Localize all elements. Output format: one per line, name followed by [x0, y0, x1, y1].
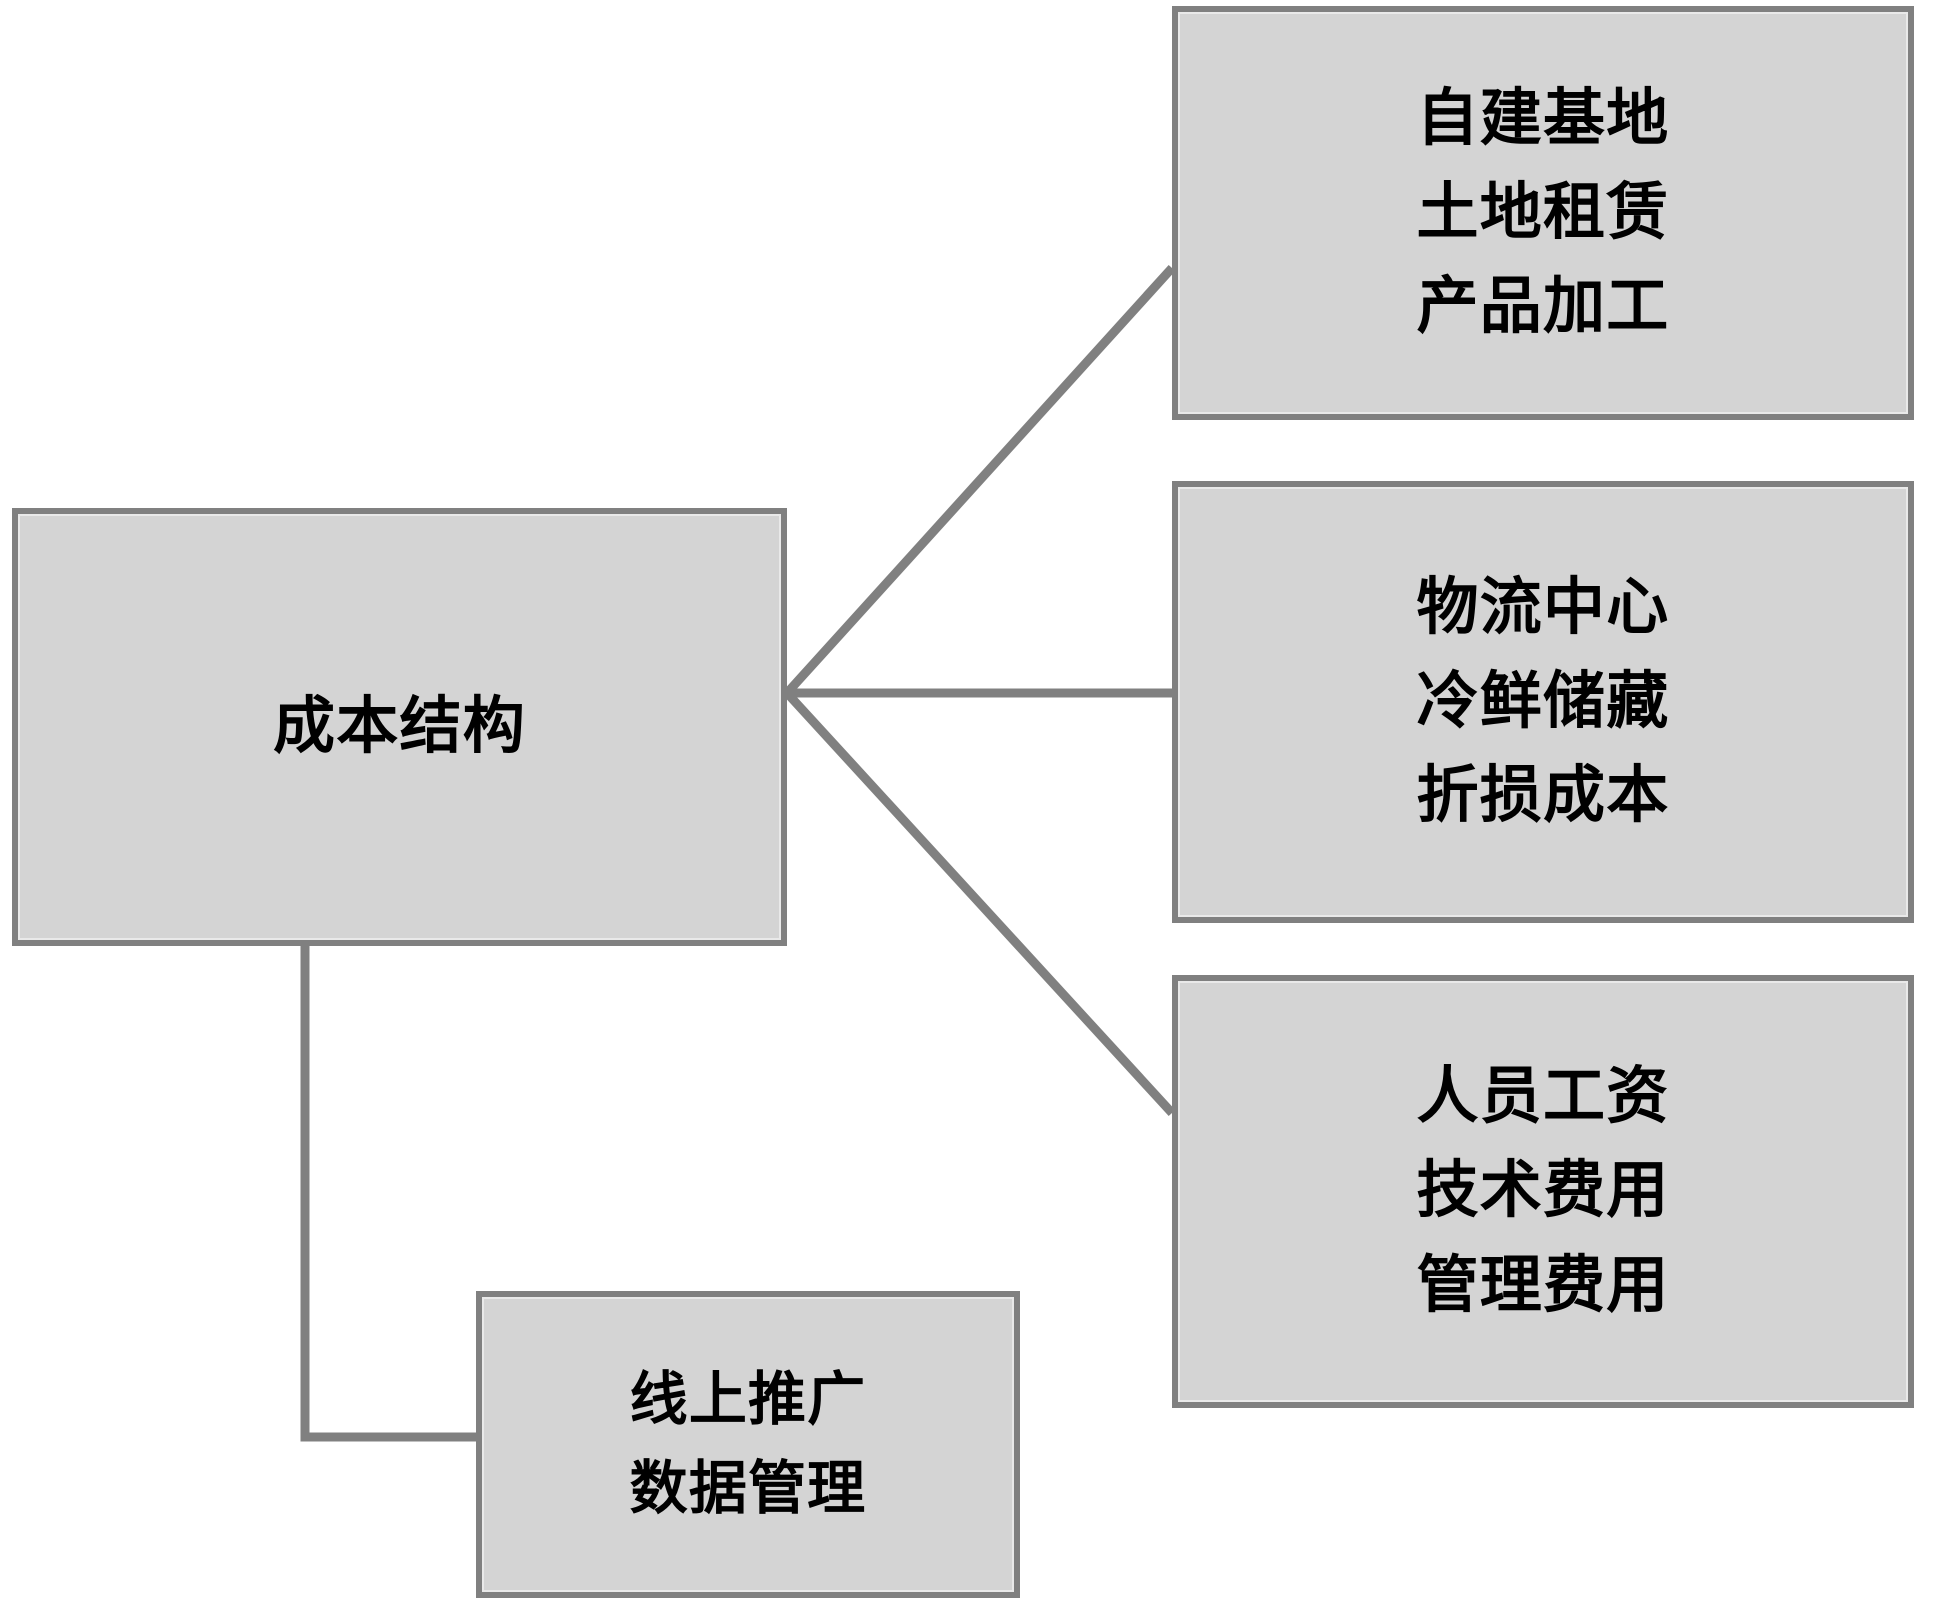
- node-cost-structure[interactable]: 成本结构: [12, 508, 787, 946]
- connector-root-to-personnel: [783, 689, 1176, 1117]
- node-marketing-costs-line-1: 线上推广: [629, 1367, 867, 1433]
- node-logistics-costs-line-2: 冷鲜储藏: [1416, 666, 1670, 736]
- node-logistics-costs[interactable]: 物流中心 冷鲜储藏 折损成本: [1172, 481, 1914, 923]
- node-production-costs-line-1: 自建基地: [1416, 83, 1670, 153]
- node-personnel-costs-line-1: 人员工资: [1416, 1062, 1670, 1132]
- node-production-costs-line-2: 土地租赁: [1416, 177, 1670, 247]
- node-marketing-costs-line-2: 数据管理: [629, 1455, 867, 1521]
- node-production-costs[interactable]: 自建基地 土地租赁 产品加工: [1172, 6, 1914, 420]
- node-production-costs-line-3: 产品加工: [1416, 272, 1670, 342]
- node-logistics-costs-line-1: 物流中心: [1416, 572, 1670, 642]
- node-logistics-costs-line-3: 折损成本: [1416, 761, 1670, 831]
- node-personnel-costs-line-3: 管理费用: [1416, 1250, 1670, 1320]
- node-cost-structure-label: 成本结构: [273, 691, 526, 761]
- node-personnel-costs[interactable]: 人员工资 技术费用 管理费用: [1172, 975, 1914, 1408]
- node-personnel-costs-line-2: 技术费用: [1416, 1156, 1670, 1226]
- node-marketing-costs[interactable]: 线上推广 数据管理: [476, 1291, 1020, 1598]
- connector-root-to-production: [783, 264, 1176, 697]
- connector-root-to-marketing: [300, 946, 476, 1442]
